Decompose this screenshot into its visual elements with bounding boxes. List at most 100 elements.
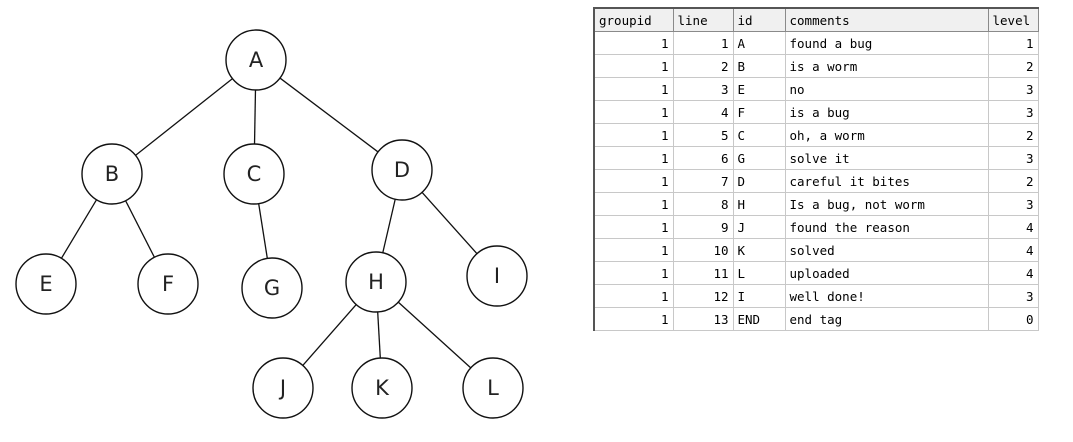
cell-level[interactable]: 3 (988, 100, 1039, 124)
cell-level[interactable]: 4 (988, 261, 1039, 285)
cell-groupid[interactable]: 1 (593, 146, 674, 170)
cell-level[interactable]: 3 (988, 146, 1039, 170)
cell-line[interactable]: 1 (673, 31, 734, 55)
edge-A-C (253, 89, 257, 145)
cell-id[interactable]: E (733, 77, 786, 101)
node-label: L (487, 376, 499, 400)
column-header-comments[interactable]: comments (785, 7, 989, 32)
column-header-level[interactable]: level (988, 7, 1039, 32)
cell-line[interactable]: 2 (673, 54, 734, 78)
cell-line[interactable]: 11 (673, 261, 734, 285)
cell-comments[interactable]: Is a bug, not worm (785, 192, 989, 216)
cell-groupid[interactable]: 1 (593, 261, 674, 285)
edge-A-B (135, 78, 233, 156)
cell-line[interactable]: 12 (673, 284, 734, 308)
table-header-row: groupid line id comments level (593, 7, 1039, 32)
cell-id[interactable]: J (733, 215, 786, 239)
cell-line[interactable]: 9 (673, 215, 734, 239)
cell-level[interactable]: 2 (988, 54, 1039, 78)
cell-comments[interactable]: found a bug (785, 31, 989, 55)
node-circle (223, 143, 285, 205)
cell-level[interactable]: 0 (988, 307, 1039, 331)
cell-groupid[interactable]: 1 (593, 307, 674, 331)
cell-groupid[interactable]: 1 (593, 123, 674, 147)
cell-line[interactable]: 10 (673, 238, 734, 262)
cell-id[interactable]: I (733, 284, 786, 308)
cell-groupid[interactable]: 1 (593, 54, 674, 78)
node-I: I (466, 245, 528, 307)
cell-level[interactable]: 3 (988, 192, 1039, 216)
cell-id[interactable]: C (733, 123, 786, 147)
node-circle (81, 143, 143, 205)
cell-comments[interactable]: no (785, 77, 989, 101)
cell-level[interactable]: 3 (988, 284, 1039, 308)
cell-groupid[interactable]: 1 (593, 77, 674, 101)
column-header-groupid[interactable]: groupid (593, 7, 674, 32)
cell-groupid[interactable]: 1 (593, 284, 674, 308)
cell-id[interactable]: A (733, 31, 786, 55)
cell-comments[interactable]: found the reason (785, 215, 989, 239)
cell-groupid[interactable]: 1 (593, 238, 674, 262)
cell-level[interactable]: 2 (988, 169, 1039, 193)
cell-line[interactable]: 5 (673, 123, 734, 147)
node-label: J (278, 376, 286, 400)
edge-B-F (125, 200, 155, 258)
cell-level[interactable]: 4 (988, 215, 1039, 239)
cell-id[interactable]: G (733, 146, 786, 170)
cell-id[interactable]: END (733, 307, 786, 331)
cell-comments[interactable]: uploaded (785, 261, 989, 285)
node-G: G (241, 257, 303, 319)
node-circle (225, 29, 287, 91)
cell-line[interactable]: 3 (673, 77, 734, 101)
cell-id[interactable]: L (733, 261, 786, 285)
cell-line[interactable]: 7 (673, 169, 734, 193)
cell-level[interactable]: 2 (988, 123, 1039, 147)
node-E: E (15, 253, 77, 315)
cell-groupid[interactable]: 1 (593, 100, 674, 124)
node-circle (466, 245, 528, 307)
column-header-id[interactable]: id (733, 7, 786, 32)
cell-line[interactable]: 4 (673, 100, 734, 124)
cell-level[interactable]: 3 (988, 77, 1039, 101)
cell-id[interactable]: F (733, 100, 786, 124)
cell-line[interactable]: 6 (673, 146, 734, 170)
node-J: J (252, 357, 314, 419)
cell-groupid[interactable]: 1 (593, 192, 674, 216)
cell-level[interactable]: 1 (988, 31, 1039, 55)
column-header-line[interactable]: line (673, 7, 734, 32)
node-circle (351, 357, 413, 419)
cell-level[interactable]: 4 (988, 238, 1039, 262)
cell-id[interactable]: K (733, 238, 786, 262)
cell-comments[interactable]: solve it (785, 146, 989, 170)
cell-line[interactable]: 13 (673, 307, 734, 331)
cell-comments[interactable]: careful it bites (785, 169, 989, 193)
cell-comments[interactable]: is a bug (785, 100, 989, 124)
cell-groupid[interactable]: 1 (593, 31, 674, 55)
cell-comments[interactable]: oh, a worm (785, 123, 989, 147)
cell-comments[interactable]: solved (785, 238, 989, 262)
cell-groupid[interactable]: 1 (593, 169, 674, 193)
cell-comments[interactable]: well done! (785, 284, 989, 308)
cell-id[interactable]: D (733, 169, 786, 193)
cell-line[interactable]: 8 (673, 192, 734, 216)
cell-id[interactable]: B (733, 54, 786, 78)
cell-id[interactable]: H (733, 192, 786, 216)
cell-comments[interactable]: is a worm (785, 54, 989, 78)
cell-comments[interactable]: end tag (785, 307, 989, 331)
cell-groupid[interactable]: 1 (593, 215, 674, 239)
